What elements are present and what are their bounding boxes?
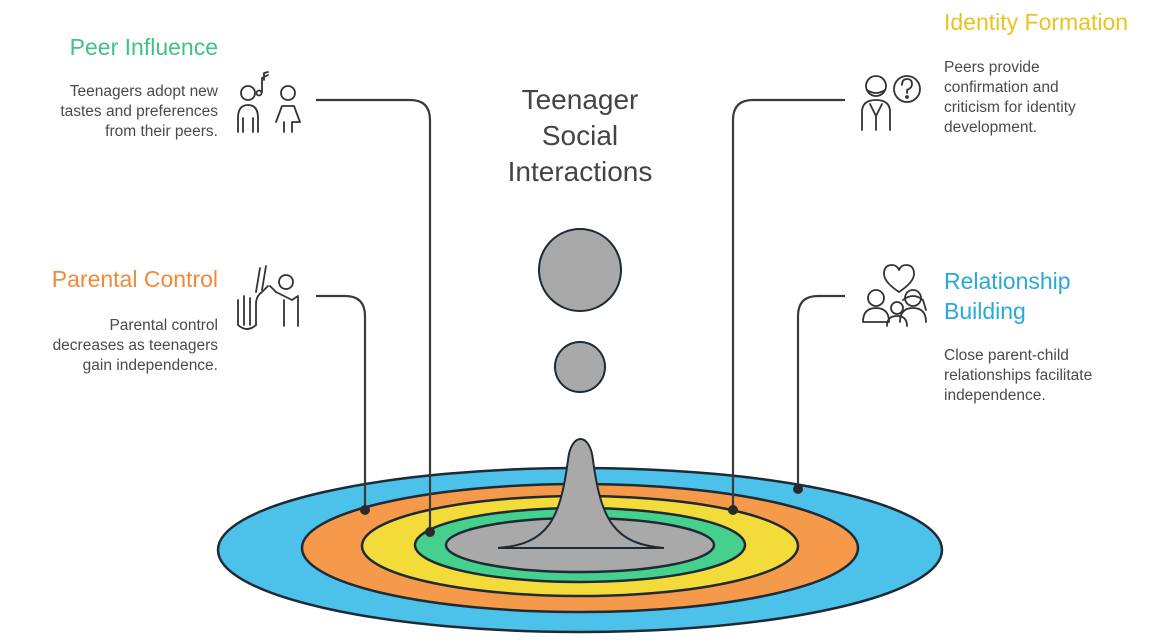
peer-influence-desc-line: tastes and preferences [60,103,218,120]
peer-influence-heading: Peer Influence [69,34,218,60]
title-line-1: Teenager [521,84,639,115]
connector-relationship-building [796,294,845,489]
peers-music-icon [237,71,301,133]
dot-identity-formation [728,505,738,515]
heart-people-icon [862,264,927,327]
diagram-title: Teenager Social Interactions [470,82,690,190]
relationship-building-desc-line: independence. [944,387,1046,404]
dot-parental-control [360,505,370,515]
dot-relationship-building [793,484,803,494]
identity-formation-description: Peers provide confirmation and criticism… [944,58,1154,138]
splash-peak [497,438,665,549]
title-line-3: Interactions [507,156,653,187]
parental-control-description: Parental control decreases as teenagers … [0,316,218,376]
relationship-building-desc-line: Close parent-child [944,347,1069,364]
identity-formation-desc-line: criticism for identity [944,99,1076,116]
connector-peer-influence [316,98,432,532]
parental-control-heading: Parental Control [51,266,218,292]
hand-raise-icon [237,265,299,330]
peer-influence-description: Teenagers adopt new tastes and preferenc… [0,82,218,142]
identity-formation-heading: Identity Formation [944,9,1129,35]
relationship-building-description: Close parent-child relationships facilit… [944,346,1154,406]
connector-identity-formation [731,98,845,510]
large-drop [538,228,622,312]
connectors [316,98,845,532]
connector-parental-control [316,294,367,510]
relationship-building-heading-line: Relationship [944,268,1071,294]
parental-control-desc-line: decreases as teenagers [52,337,218,354]
small-drop [554,341,606,393]
person-question-icon [861,75,921,131]
identity-formation-desc-line: Peers provide [944,59,1040,76]
identity-formation-desc-line: development. [944,119,1038,136]
title-line-2: Social [541,120,619,151]
parental-control-desc-line: gain independence. [82,357,218,374]
identity-formation-desc-line: confirmation and [944,79,1059,96]
peer-influence-desc-line: Teenagers adopt new [69,83,218,100]
relationship-building-heading-line: Building [944,298,1026,324]
dot-peer-influence [425,527,435,537]
relationship-building-heading: Relationship Building [944,266,1071,326]
peer-influence-desc-line: from their peers. [105,123,218,140]
parental-control-desc-line: Parental control [109,317,218,334]
relationship-building-desc-line: relationships facilitate [944,367,1093,384]
